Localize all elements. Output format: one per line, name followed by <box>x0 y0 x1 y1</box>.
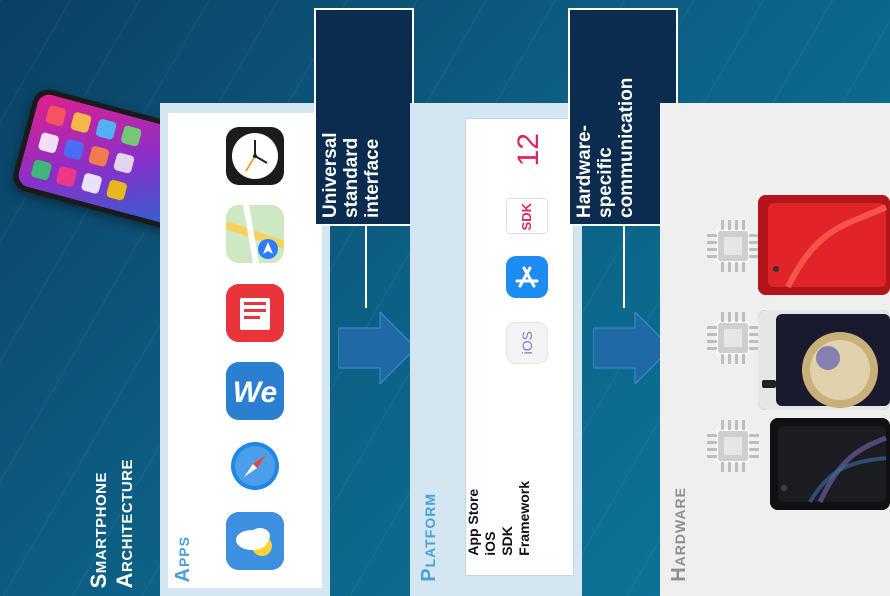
platform-panel <box>410 103 582 596</box>
title-line-1: Smartphone <box>86 471 111 588</box>
arrow-apps-to-platform <box>338 312 417 384</box>
hardware-panel-label: Hardware <box>668 487 690 582</box>
silver-iphone-image <box>758 310 890 410</box>
chip-icon <box>707 220 759 272</box>
diagram-title: Smartphone Architecture <box>86 459 138 588</box>
callout-connector-1 <box>365 226 367 308</box>
platform-item-framework: Framework <box>516 481 532 556</box>
chip-icon <box>707 420 759 472</box>
arrow-platform-to-hardware <box>593 312 672 384</box>
callout-hardware-line-2: specific <box>595 147 616 218</box>
platform-item-sdk: SDK <box>499 526 515 556</box>
we-icon: We <box>226 362 284 420</box>
ios-icon: iOS <box>506 322 548 364</box>
apps-panel <box>160 103 330 596</box>
platform-item-ios: iOS <box>482 531 498 556</box>
maps-icon <box>226 205 284 263</box>
clock-icon <box>226 127 284 185</box>
callout-hardware-line-1: Hardware- <box>574 125 595 218</box>
red-iphone-image <box>758 195 890 295</box>
app-store-icon <box>506 256 548 298</box>
platform-panel-label: Platform <box>418 493 440 582</box>
callout-hardware-line-3: communication <box>616 77 637 218</box>
weather-icon <box>226 512 284 570</box>
platform-item-list: App Store iOS SDK Framework <box>465 481 533 556</box>
title-line-2: Architecture <box>112 458 137 588</box>
platform-item-app-store: App Store <box>465 489 481 556</box>
callout-universal-line-1: Universal <box>320 132 341 218</box>
callout-connector-2 <box>623 226 625 308</box>
sdk-badge: SDK <box>506 198 548 234</box>
callout-universal-line-3: interface <box>362 138 383 218</box>
apps-panel-label: Apps <box>172 535 194 582</box>
ios-version-badge: 12 <box>512 133 545 167</box>
safari-icon <box>226 437 284 495</box>
sdk-badge-text: SDK <box>519 203 534 231</box>
svg-text:We: We <box>233 376 277 409</box>
apps-panel-inner <box>168 113 322 588</box>
ios-icon-text: iOS <box>519 331 535 355</box>
universal-interface-callout: Universal standard interface <box>314 8 414 226</box>
chip-icon <box>707 312 759 364</box>
documents-icon <box>226 284 284 342</box>
black-iphone-image <box>770 418 890 510</box>
callout-universal-line-2: standard <box>341 137 362 218</box>
